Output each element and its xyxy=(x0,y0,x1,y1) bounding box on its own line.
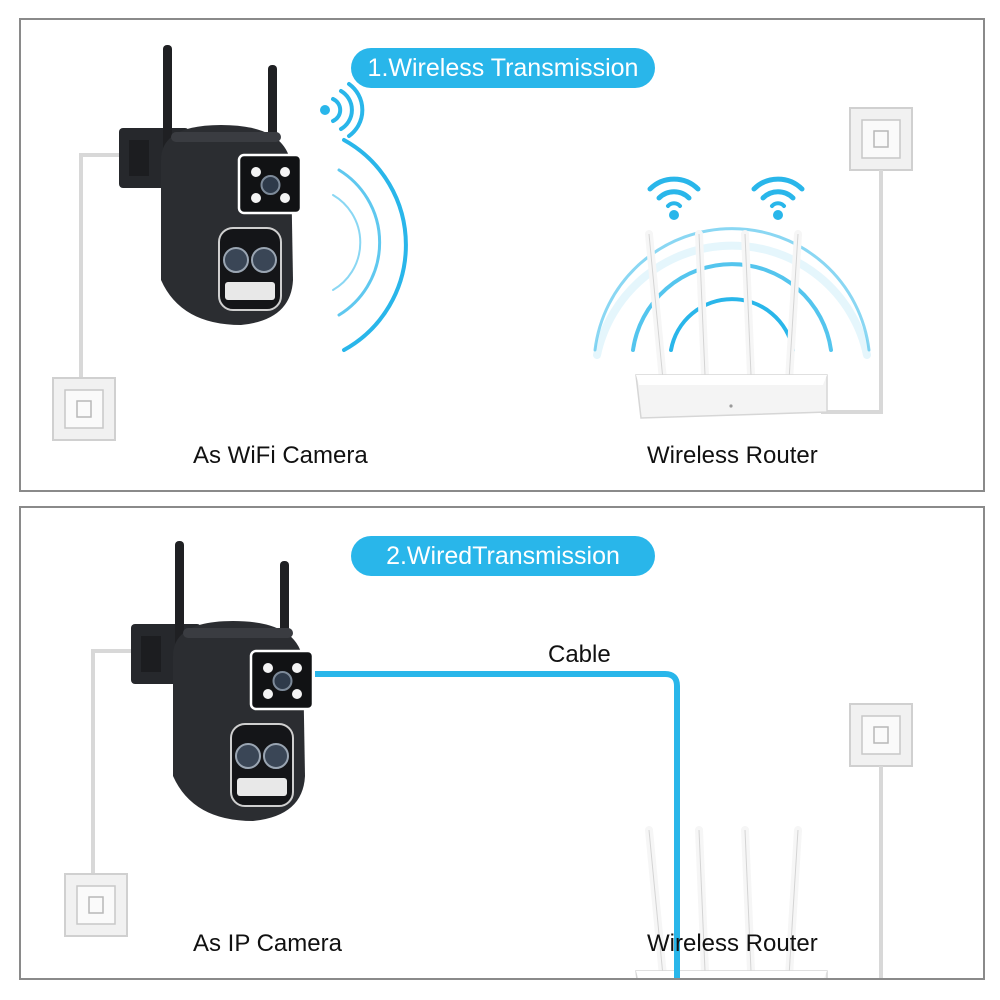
network-cable xyxy=(315,671,680,978)
wifi-signal-icon xyxy=(320,82,365,138)
wired-transmission-banner: 2.WiredTransmission xyxy=(351,536,655,576)
wifi-camera-label: As WiFi Camera xyxy=(193,442,368,469)
camera-icon xyxy=(51,43,303,442)
wifi-signal-icon xyxy=(754,179,802,220)
wifi-signal-icon xyxy=(650,179,698,220)
camera-icon xyxy=(63,539,315,938)
ip-camera-label: As IP Camera xyxy=(193,930,342,957)
router-broadcast-waves xyxy=(593,227,871,359)
wireless-router-label: Wireless Router xyxy=(647,930,818,957)
wireless-scene xyxy=(51,43,983,442)
camera-broadcast-waves xyxy=(332,138,408,352)
wired-scene xyxy=(63,539,983,978)
cable-label: Cable xyxy=(548,641,611,668)
router-icon xyxy=(636,108,912,418)
wireless-transmission-banner: 1.Wireless Transmission xyxy=(351,48,655,88)
wired-panel: 2.WiredTransmission Cable As IP Camera W… xyxy=(19,506,985,980)
wireless-router-label: Wireless Router xyxy=(647,442,818,469)
wireless-panel: 1.Wireless Transmission As WiFi Camera W… xyxy=(19,18,985,492)
